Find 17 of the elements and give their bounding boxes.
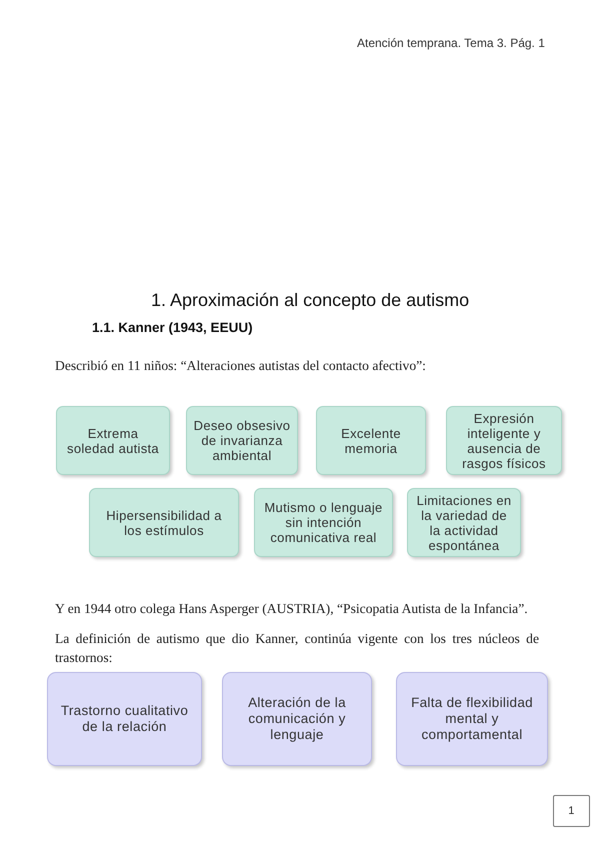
paragraph: Describió en 11 niños: “Alteraciones autistas del contacto afectivo”:: [55, 358, 426, 374]
page-header: Atención temprana. Tema 3. Pág. 1: [357, 36, 545, 50]
paragraph: Y en 1944 otro colega Hans Asperger (AUSTRIA), “Psicopatia Autista de la Infancia”.: [55, 601, 528, 617]
core-box: Alteración de la comunicación y lenguaje: [222, 672, 372, 766]
paragraph: La definición de autismo que dio Kanner, continúa vigente con los tres núcleos de trastornos:: [55, 630, 539, 667]
feature-box: Limitaciones en la variedad de la actividad espontánea: [407, 488, 521, 557]
feature-box: Hipersensibilidad a los estímulos: [89, 488, 239, 557]
feature-box: Excelente memoria: [316, 406, 426, 475]
core-box: Falta de flexibilidad mental y comportamental: [396, 672, 548, 766]
page-number-box: 1: [553, 795, 590, 827]
feature-box: Mutismo o lenguaje sin intención comunicativa real: [254, 488, 393, 557]
feature-box: Extrema soledad autista: [56, 406, 170, 475]
core-box: Trastorno cualitativo de la relación: [47, 672, 202, 766]
feature-box: Expresión inteligente y ausencia de rasgos físicos: [446, 406, 562, 475]
subsection-heading: 1.1. Kanner (1943, EEUU): [92, 320, 253, 335]
section-heading: 1. Aproximación al concepto de autismo: [151, 290, 470, 311]
feature-box: Deseo obsesivo de invarianza ambiental: [186, 406, 298, 475]
